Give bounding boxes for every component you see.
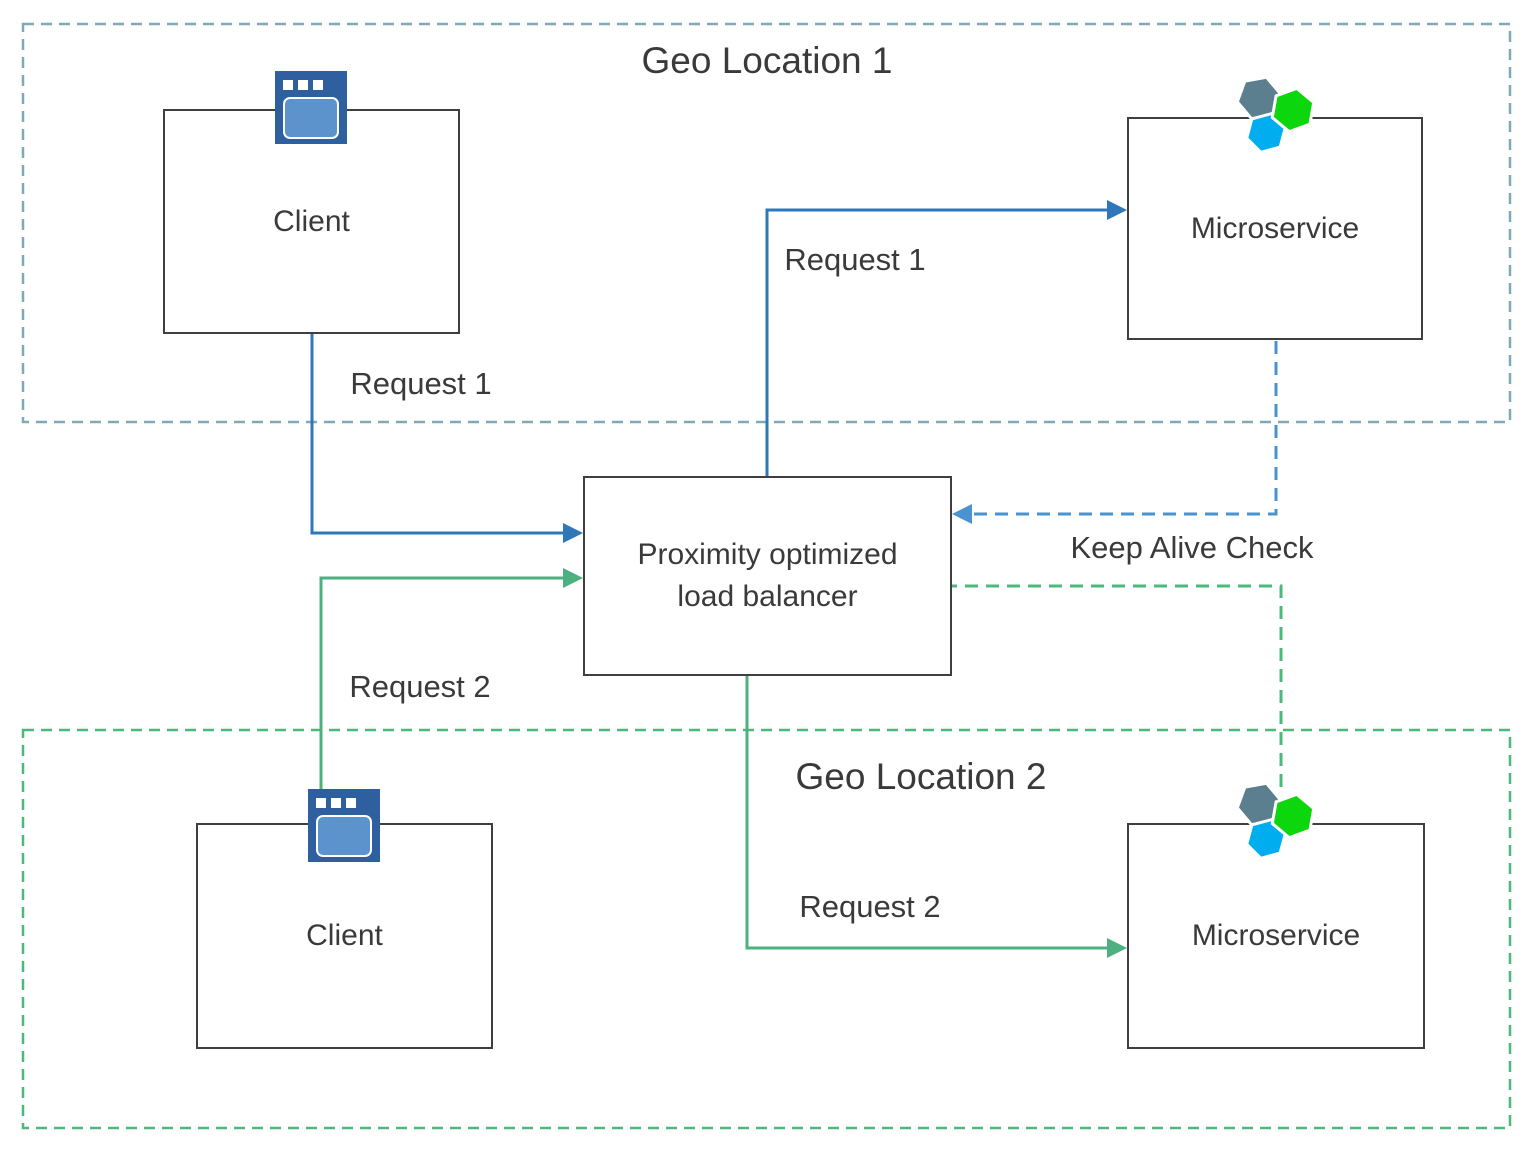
hexagon-gray [1235,75,1283,121]
edge-label-request2-client: Request 2 [349,669,491,704]
window-button-icon [331,798,341,808]
microservice2-label: Microservice [1191,919,1361,952]
arrowhead-request1-client-to-lb [563,523,583,543]
window-button-icon [298,80,308,90]
edge-keepalive-ms1-to-lb [972,341,1278,516]
edge-request1-client-to-lb [310,334,563,535]
arrowhead-request1-lb-to-microservice [1107,200,1127,220]
microservice1-node: Microservice [1127,117,1423,340]
load-balancer-label: Proximity optimized load balancer [637,534,897,618]
browser-window-icon [275,71,347,144]
edge-label-request1-client: Request 1 [350,366,492,401]
client1-label: Client [273,204,350,238]
client2-label: Client [306,919,383,952]
window-pane [316,815,372,857]
arrowhead-request2-client-to-lb [563,568,583,588]
browser-window-icon [308,789,380,862]
edge-label-request1-microservice: Request 1 [784,242,926,277]
window-button-icon [316,798,326,808]
geo-location-1-title: Geo Location 1 [641,40,893,81]
microservice1-label: Microservice [1190,211,1360,245]
load-balancer-node: Proximity optimized load balancer [583,476,952,676]
window-button-icon [346,798,356,808]
window-pane [283,97,339,139]
microservice2-node: Microservice [1127,823,1425,1049]
arrowhead-keepalive-ms1-to-lb [952,504,972,524]
load-balancer-label-line2: load balancer [677,580,858,613]
window-button-icon [283,80,293,90]
arrowhead-request2-lb-to-microservice [1107,938,1127,958]
hexagon-gray [1235,781,1283,827]
geo-location-2-title: Geo Location 2 [795,756,1047,797]
load-balancer-label-line1: Proximity optimized [637,538,898,571]
edge-label-keep-alive-check: Keep Alive Check [1070,530,1314,565]
edge-label-request2-microservice: Request 2 [799,889,941,924]
window-button-icon [313,80,323,90]
